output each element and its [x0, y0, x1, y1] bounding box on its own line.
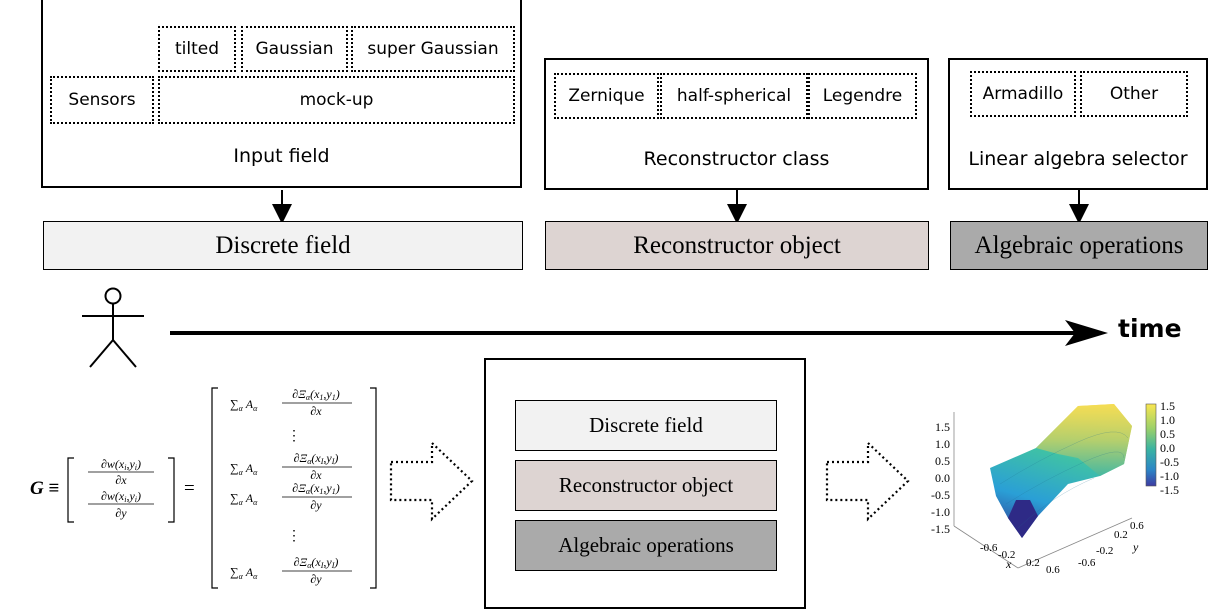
- colorbar-ticks: 1.5 1.0 0.5 0.0 -0.5 -1.0 -1.5: [1160, 399, 1179, 497]
- svg-text:1.0: 1.0: [935, 437, 950, 451]
- linear-algebra-panel: Armadillo Other Linear algebra selector: [948, 58, 1208, 190]
- svg-text:1.5: 1.5: [1160, 399, 1175, 413]
- svg-text:1.5: 1.5: [935, 420, 950, 434]
- svg-text:0.0: 0.0: [1160, 441, 1175, 455]
- svg-text:∑α Aα: ∑α Aα: [230, 461, 258, 477]
- svg-text:∑α Aα: ∑α Aα: [230, 491, 258, 507]
- input-field-caption: Input field: [233, 145, 330, 167]
- row-1: ∑α Aα ∂Ξα(x1,y1) ∂x: [230, 387, 352, 418]
- gaussian-option[interactable]: Gaussian: [241, 26, 348, 72]
- time-arrow: [170, 320, 1108, 346]
- equation-lhs: G ≡: [30, 478, 60, 499]
- reconstructor-class-panel: Zernique half-spherical Legendre Reconst…: [544, 58, 929, 190]
- svg-text:0.6: 0.6: [1046, 564, 1060, 576]
- linear-algebra-caption: Linear algebra selector: [968, 148, 1188, 170]
- algebraic-operations-instance: Algebraic operations: [515, 520, 777, 571]
- svg-text:∂x: ∂x: [115, 473, 127, 487]
- time-label: time: [1118, 314, 1182, 343]
- armadillo-option[interactable]: Armadillo: [970, 71, 1076, 117]
- svg-text:⋮: ⋮: [287, 429, 301, 444]
- surface-trough: [1008, 500, 1038, 538]
- svg-text:-1.5: -1.5: [931, 522, 950, 536]
- svg-text:1.0: 1.0: [1160, 413, 1175, 427]
- gradient-vector: ∂w(xi,yi) ∂x ∂w(xi,yi) ∂y: [67, 457, 175, 523]
- zernique-option[interactable]: Zernique: [554, 73, 659, 119]
- svg-text:∂Ξα(x1,y1): ∂Ξα(x1,y1): [292, 387, 339, 402]
- svg-text:0.2: 0.2: [1026, 557, 1040, 569]
- mockup-option[interactable]: mock-up: [158, 76, 515, 124]
- svg-text:0.0: 0.0: [935, 471, 950, 485]
- svg-text:-0.2: -0.2: [1096, 545, 1113, 557]
- runtime-container: Discrete field Reconstructor object Alge…: [484, 358, 806, 609]
- row-3: ∑α Aα ∂Ξα(x1,y1) ∂y: [230, 481, 352, 512]
- row-2: ∑α Aα ∂Ξα(xI,yI) ∂x: [230, 451, 352, 482]
- svg-text:∂Ξα(x1,y1): ∂Ξα(x1,y1): [292, 481, 339, 496]
- svg-text:∂y: ∂y: [115, 506, 127, 520]
- tilted-option[interactable]: tilted: [158, 26, 236, 72]
- reconstructor-object-instance: Reconstructor object: [515, 460, 777, 511]
- svg-text:-1.0: -1.0: [1160, 469, 1179, 483]
- svg-text:0.5: 0.5: [1160, 427, 1175, 441]
- svg-text:∂w(xi,yi): ∂w(xi,yi): [101, 457, 141, 472]
- discrete-field-instance: Discrete field: [515, 400, 777, 451]
- svg-text:-0.6: -0.6: [980, 542, 998, 554]
- colorbar: [1145, 403, 1157, 487]
- legendre-option[interactable]: Legendre: [808, 73, 917, 119]
- algebraic-operations-box: Algebraic operations: [950, 221, 1208, 270]
- discrete-field-box: Discrete field: [43, 221, 523, 270]
- equals-sign: =: [184, 478, 195, 499]
- svg-text:-0.5: -0.5: [931, 488, 950, 502]
- svg-text:-0.6: -0.6: [1078, 557, 1096, 569]
- svg-text:-0.5: -0.5: [1160, 455, 1179, 469]
- svg-text:∂y: ∂y: [310, 498, 322, 512]
- basis-matrix: ∑α Aα ∂Ξα(x1,y1) ∂x ⋮ ∑α Aα ∂Ξα(xI,yI) ∂…: [211, 387, 377, 589]
- dotted-arrow-right: [825, 440, 910, 522]
- dotted-arrow-left: [389, 440, 474, 522]
- x-axis-label: x: [1005, 557, 1012, 571]
- z-ticks: 1.5 1.0 0.5 0.0 -0.5 -1.0 -1.5: [931, 420, 950, 536]
- half-spherical-option[interactable]: half-spherical: [660, 73, 808, 119]
- connector-arrows: [272, 190, 1089, 224]
- svg-text:∑α Aα: ∑α Aα: [230, 397, 258, 413]
- other-option[interactable]: Other: [1080, 71, 1188, 117]
- surface-plot: 1.5 1.0 0.5 0.0 -0.5 -1.0 -1.5 -0.6 -0.2…: [931, 399, 1179, 576]
- y-ticks: 0.6 0.2 -0.2 -0.6: [1078, 520, 1144, 569]
- super-gaussian-option[interactable]: super Gaussian: [351, 26, 515, 72]
- surface-ridge: [1036, 404, 1132, 476]
- svg-text:-1.5: -1.5: [1160, 483, 1179, 497]
- svg-text:∂w(xi,yi): ∂w(xi,yi): [101, 489, 141, 504]
- svg-text:0.6: 0.6: [1130, 520, 1144, 532]
- svg-text:0.2: 0.2: [1114, 529, 1128, 541]
- x-ticks: -0.6 -0.2 0.2 0.6: [980, 542, 1060, 576]
- svg-text:0.5: 0.5: [935, 454, 950, 468]
- input-field-panel: Sensors tilted Gaussian super Gaussian m…: [41, 0, 522, 188]
- svg-text:∂Ξα(xI,yI): ∂Ξα(xI,yI): [294, 555, 339, 570]
- svg-text:∂Ξα(xI,yI): ∂Ξα(xI,yI): [294, 451, 339, 466]
- svg-text:∂y: ∂y: [310, 572, 322, 586]
- row-4: ∑α Aα ∂Ξα(xI,yI) ∂y: [230, 555, 352, 586]
- reconstructor-class-caption: Reconstructor class: [643, 148, 830, 170]
- reconstructor-object-box: Reconstructor object: [545, 221, 929, 270]
- svg-text:-1.0: -1.0: [931, 505, 950, 519]
- svg-text:∂x: ∂x: [310, 468, 322, 482]
- sensors-option[interactable]: Sensors: [50, 76, 154, 124]
- user-stick-figure-icon: [82, 287, 144, 368]
- y-axis-label: y: [1132, 540, 1139, 554]
- svg-text:⋮: ⋮: [287, 529, 301, 544]
- svg-text:-0.2: -0.2: [998, 549, 1015, 561]
- svg-text:∂x: ∂x: [310, 404, 322, 418]
- svg-text:∑α Aα: ∑α Aα: [230, 565, 258, 581]
